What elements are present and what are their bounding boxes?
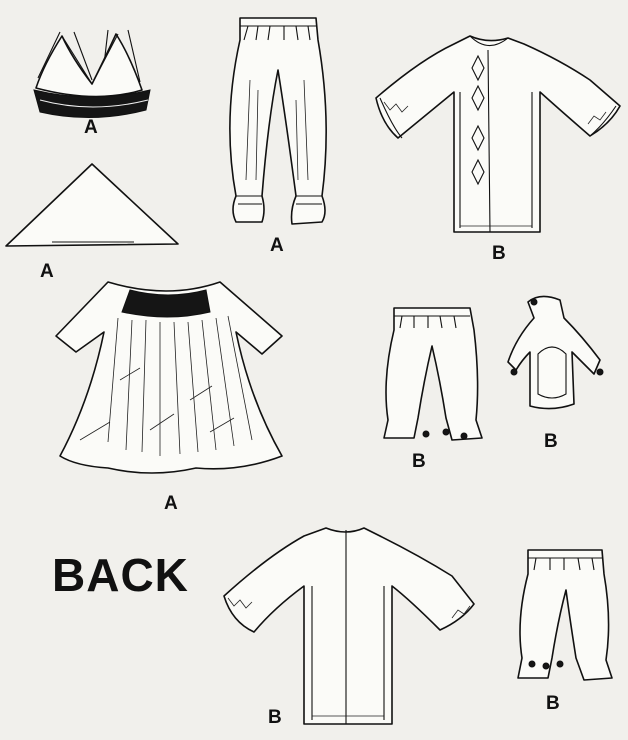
back-heading: BACK: [52, 549, 189, 601]
jester-hood-illustration: [507, 295, 604, 410]
peasant-blouse-view-label: A: [164, 493, 178, 514]
harem-pants-illustration: [229, 17, 327, 225]
triangle-scarf-illustration: [5, 163, 179, 247]
bra-top-view-label: A: [84, 117, 98, 138]
triangle-scarf-view-label: A: [40, 261, 54, 282]
tunic-back-illustration: [223, 527, 475, 725]
capri-pants-view-label: B: [412, 451, 426, 472]
tunic-front-view-label: B: [492, 243, 506, 264]
tunic-back-view-label: B: [268, 707, 282, 728]
harem-pants-view-label: A: [270, 235, 284, 256]
bra-top-illustration: [33, 29, 151, 119]
capri-pants-back-illustration: [517, 549, 613, 681]
capri-pants-back-view-label: B: [546, 693, 560, 714]
peasant-blouse-illustration: [55, 281, 283, 474]
jester-hood-view-label: B: [544, 431, 558, 452]
tunic-front-illustration: [375, 35, 621, 233]
capri-pants-illustration: [383, 307, 483, 441]
